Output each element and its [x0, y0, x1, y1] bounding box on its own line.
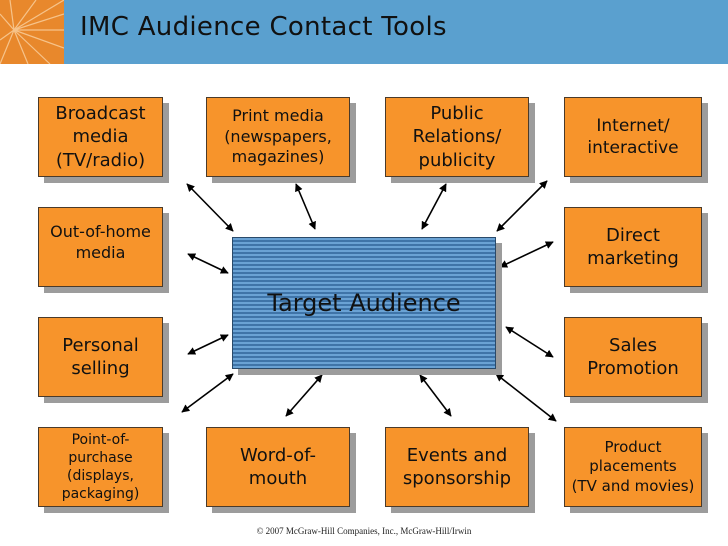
tool-direct-marketing: Direct marketing	[564, 207, 702, 287]
tool-print-media: Print media (newspapers, magazines)	[206, 97, 350, 177]
tool-label: Out-of-home media	[50, 222, 151, 262]
tool-label: Personal selling	[62, 334, 139, 379]
arrow-internet	[496, 180, 548, 232]
arrow-events	[419, 374, 452, 417]
arrow-product	[495, 373, 557, 422]
tool-internet-interactive: Internet/ interactive	[564, 97, 702, 177]
tool-label: Product placements (TV and movies)	[571, 437, 695, 495]
page-title: IMC Audience Contact Tools	[80, 12, 447, 42]
arrow-broadcast	[186, 183, 234, 232]
arrow-pr	[421, 183, 447, 230]
tool-label: Internet/ interactive	[587, 115, 679, 158]
arrow-direct	[499, 241, 554, 268]
starburst-icon	[0, 0, 64, 64]
tool-label: Events and sponsorship	[402, 444, 512, 489]
title-bar: IMC Audience Contact Tools	[0, 0, 728, 64]
arrow-wom	[285, 374, 323, 417]
copyright-footer: © 2007 McGraw-Hill Companies, Inc., McGr…	[256, 526, 472, 536]
tool-label: Word-of- mouth	[240, 444, 316, 489]
tool-public-relations: Public Relations/ publicity	[385, 97, 529, 177]
tool-label: Public Relations/ publicity	[412, 102, 502, 171]
tool-label: Direct marketing	[587, 224, 679, 269]
arrow-pop	[181, 373, 234, 413]
arrow-ooh	[187, 253, 229, 274]
tool-word-of-mouth: Word-of- mouth	[206, 427, 350, 507]
tool-events-sponsorship: Events and sponsorship	[385, 427, 529, 507]
tool-label: Point-of- purchase (displays, packaging)	[61, 431, 140, 503]
target-audience-label: Target Audience	[267, 289, 461, 317]
tool-label: Broadcast media (TV/radio)	[55, 102, 146, 171]
tool-label: Sales Promotion	[587, 334, 679, 379]
tool-broadcast-media: Broadcast media (TV/radio)	[38, 97, 163, 177]
tool-personal-selling: Personal selling	[38, 317, 163, 397]
logo-graphic	[0, 0, 64, 64]
arrow-print	[295, 183, 316, 230]
tool-product-placements: Product placements (TV and movies)	[564, 427, 702, 507]
tool-out-of-home-media: Out-of-home media	[38, 207, 163, 287]
tool-label: Print media (newspapers, magazines)	[224, 105, 332, 167]
tool-sales-promotion: Sales Promotion	[564, 317, 702, 397]
target-audience-box: Target Audience	[232, 237, 496, 369]
arrow-personal	[187, 334, 229, 355]
arrow-sales	[505, 326, 554, 358]
tool-point-of-purchase: Point-of- purchase (displays, packaging)	[38, 427, 163, 507]
